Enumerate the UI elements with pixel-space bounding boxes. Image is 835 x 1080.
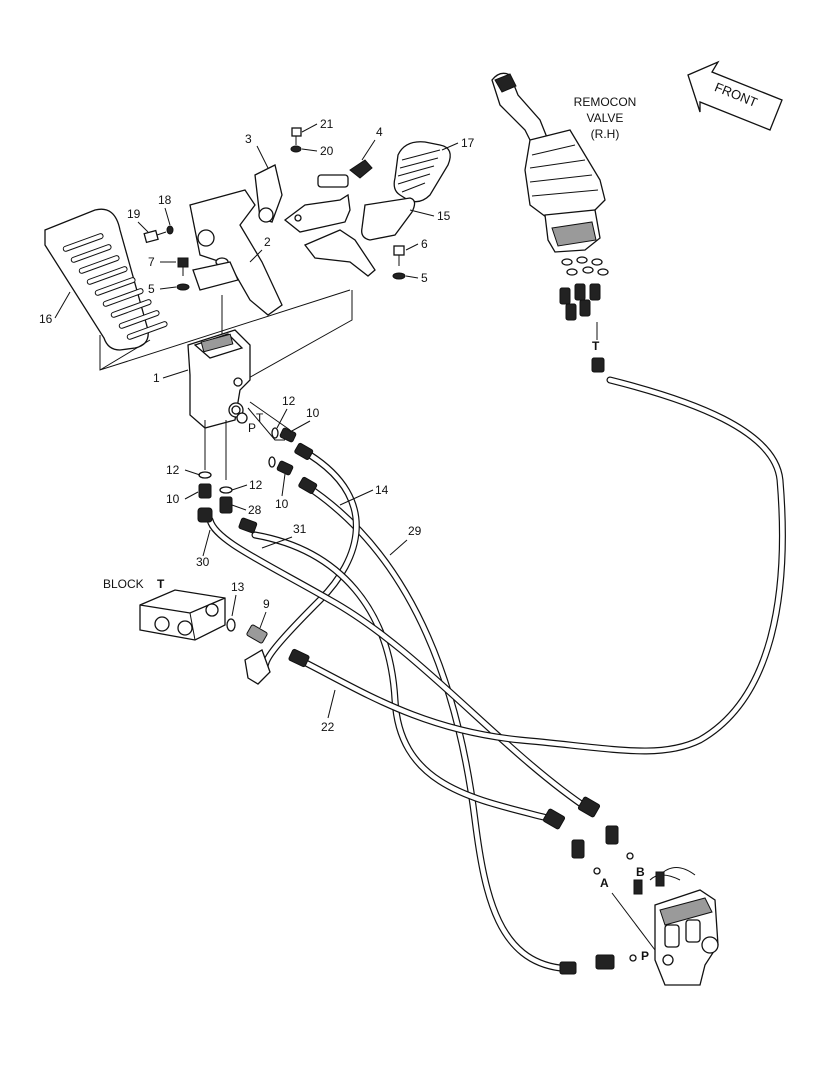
pedal-ridge <box>70 244 112 263</box>
oring-12c <box>198 471 212 479</box>
callout-3: 3 <box>245 132 252 146</box>
fitting-10c <box>198 483 212 499</box>
port-p-label: P <box>248 421 256 435</box>
callout-31: 31 <box>293 522 307 536</box>
callout-14: 14 <box>375 483 389 497</box>
callout-5b: 5 <box>421 271 428 285</box>
bracket-15 <box>303 197 416 277</box>
oring-12a <box>271 427 279 439</box>
callout-17: 17 <box>461 136 475 150</box>
pedal-16-leader <box>99 289 351 371</box>
remocon-valve <box>491 72 609 373</box>
fitting-28 <box>219 496 233 514</box>
washer-18 <box>166 225 174 235</box>
port-t-leader <box>249 401 291 431</box>
callout-4: 4 <box>376 125 383 139</box>
oring-12b <box>268 456 276 468</box>
pedal-16-ridges <box>62 233 168 340</box>
main-valve <box>633 867 719 986</box>
washer-5b <box>392 272 406 280</box>
block-label: BLOCK <box>103 577 144 591</box>
fitting-9 <box>244 624 310 685</box>
callout-16: 16 <box>39 312 53 326</box>
bolt-7 <box>177 257 189 276</box>
hose-29 <box>301 481 564 972</box>
callout-1: 1 <box>153 371 160 385</box>
block-t <box>139 589 226 641</box>
pedal-ridge <box>118 310 160 329</box>
callout-10b: 10 <box>166 492 180 506</box>
block-t-label: T <box>157 577 165 591</box>
port-t-remocon: T <box>592 339 600 353</box>
port-t-label: T <box>256 411 264 425</box>
hose-31 <box>251 531 559 824</box>
bolt-19 <box>143 229 167 244</box>
pedal-ridge <box>110 299 152 318</box>
washer-5a <box>176 283 190 291</box>
pedal-17 <box>393 141 451 203</box>
callout-10c: 10 <box>275 497 289 511</box>
hose-14 <box>261 451 360 672</box>
callout-9: 9 <box>263 597 270 611</box>
callout-12b: 12 <box>166 463 180 477</box>
port-b-label: B <box>636 865 645 879</box>
callout-22: 22 <box>321 720 335 734</box>
hose-22 <box>296 376 786 755</box>
port-a-label: A <box>600 876 609 890</box>
pedal-ridge <box>94 277 136 296</box>
pedal-ridge <box>86 266 128 285</box>
pedal-16 <box>44 208 168 351</box>
hose-ends-near-valve <box>197 442 318 534</box>
callout-12a: 12 <box>282 394 296 408</box>
bolt-6 <box>393 245 405 266</box>
pedal-ridge <box>78 255 120 274</box>
callout-2: 2 <box>264 235 271 249</box>
oring-13 <box>226 618 236 632</box>
callout-21: 21 <box>320 117 334 131</box>
remocon-label-line2: VALVE <box>587 111 624 125</box>
callout-15: 15 <box>437 209 451 223</box>
callout-5a: 5 <box>148 282 155 296</box>
callout-6: 6 <box>421 237 428 251</box>
pedal-ridge <box>126 321 168 340</box>
callout-18: 18 <box>158 193 172 207</box>
callout-29: 29 <box>408 524 422 538</box>
lever-2 <box>189 189 283 316</box>
link-3 <box>197 164 283 247</box>
oring-12d <box>219 486 233 494</box>
valve-fittings-bottom <box>542 796 656 975</box>
port-p-leader <box>247 407 285 441</box>
callout-12c: 12 <box>249 478 263 492</box>
hose-30 <box>206 516 594 814</box>
callout-19: 19 <box>127 207 141 221</box>
front-arrow-icon <box>687 60 783 131</box>
port-p2-label: P <box>641 949 649 963</box>
callout-10a: 10 <box>306 406 320 420</box>
bracket-leader <box>244 290 353 381</box>
bracket-4 <box>283 159 373 233</box>
remocon-label-line1: REMOCON <box>574 95 637 109</box>
callout-leaders <box>54 123 459 719</box>
remocon-label-line3: (R.H) <box>591 127 620 141</box>
washer-20 <box>290 145 302 153</box>
callout-7: 7 <box>148 255 155 269</box>
pedal-ridge <box>102 288 144 307</box>
callout-20: 20 <box>320 144 334 158</box>
pedal-valve-1 <box>187 329 251 480</box>
pedal-ridge <box>62 233 104 252</box>
bolt-21 <box>291 127 302 145</box>
fitting-10b <box>276 460 294 476</box>
callout-28: 28 <box>248 503 262 517</box>
fitting-10a <box>279 427 297 443</box>
callout-30: 30 <box>196 555 210 569</box>
callout-13: 13 <box>231 580 245 594</box>
